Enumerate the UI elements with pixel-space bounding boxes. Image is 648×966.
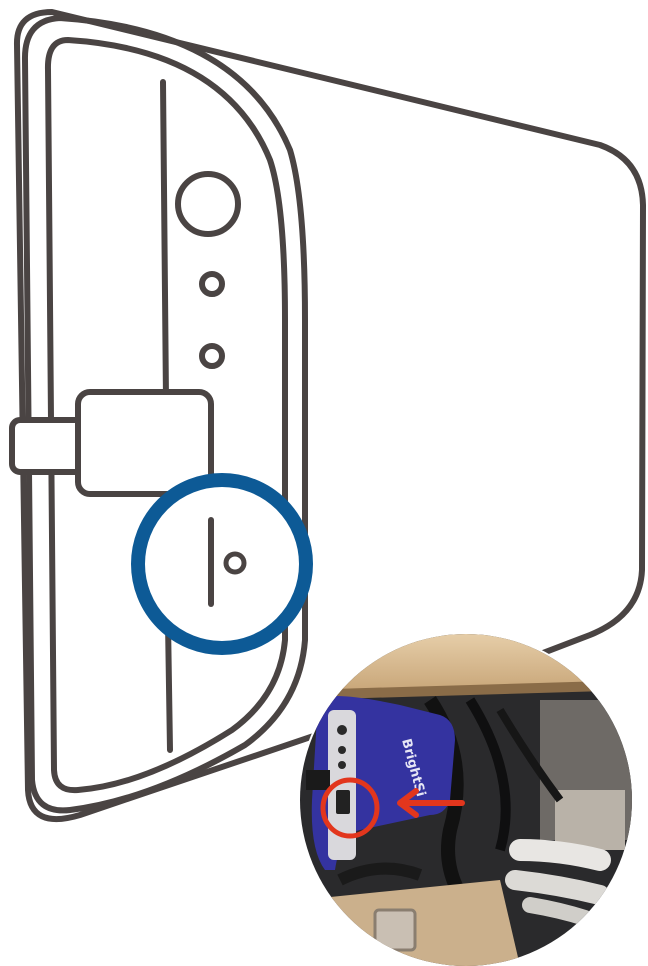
power-port-highlight (138, 480, 306, 648)
usb-plug (12, 392, 211, 494)
large-round-button-icon (178, 174, 238, 234)
photo-inset: BrightSi (298, 632, 640, 966)
front-buttons (178, 174, 238, 366)
highlight-ring (138, 480, 306, 648)
small-led-icon-2 (202, 346, 222, 366)
front-panel-divider (163, 82, 166, 400)
small-led-icon (202, 274, 222, 294)
